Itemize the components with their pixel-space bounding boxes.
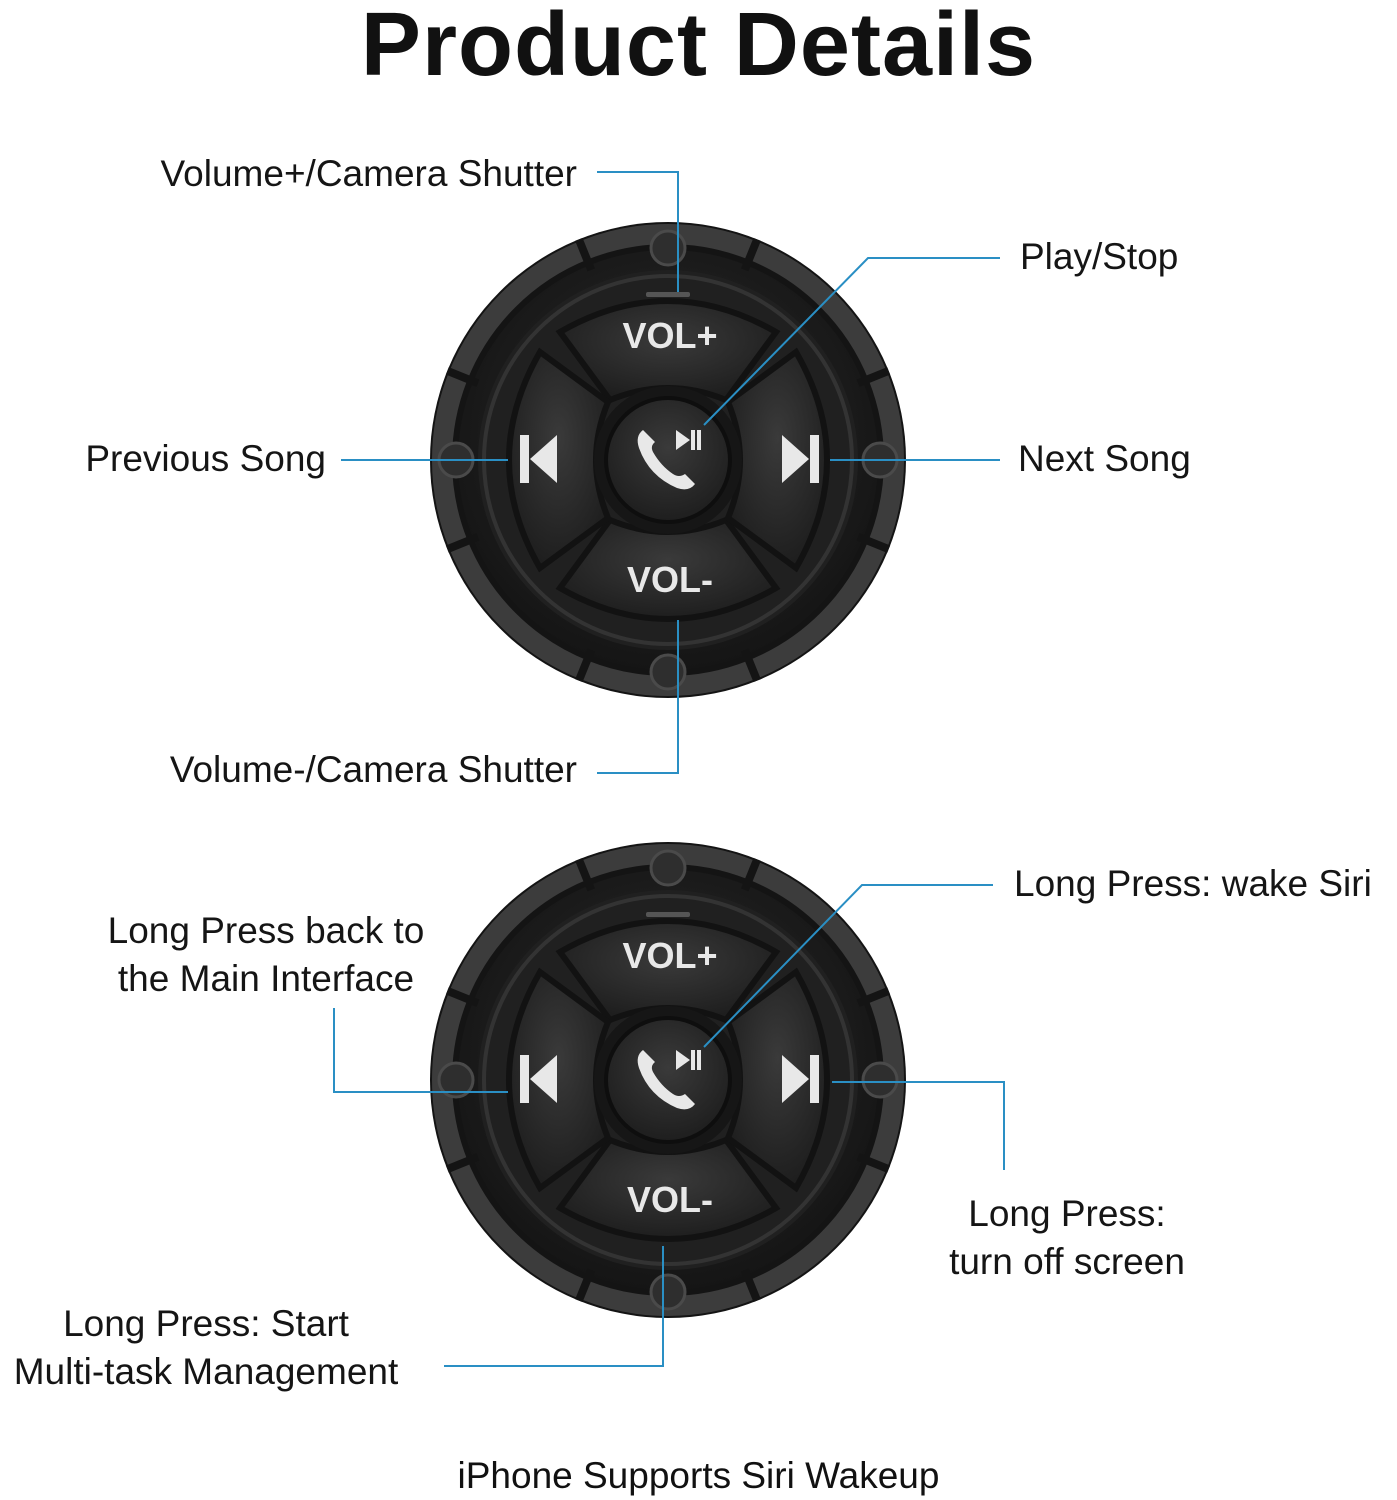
label-main-interface: Long Press back to the Main Interface [88, 907, 444, 1003]
prev-track-icon [520, 435, 557, 483]
leader-lines-bottom [333, 884, 1005, 1367]
next-track-icon [782, 435, 819, 483]
label-multitask-line2: Multi-task Management [13, 1351, 399, 1392]
vol-down-key-label-bottom: VOL- [627, 1179, 713, 1220]
label-turn-off-screen-line2: turn off screen [949, 1241, 1185, 1282]
label-turn-off-screen-line1: Long Press: [968, 1193, 1166, 1234]
next-track-icon [782, 1055, 819, 1103]
label-volume-up: Volume+/Camera Shutter [160, 153, 577, 194]
label-next-song: Next Song [1018, 438, 1191, 479]
label-multitask: Long Press: Start Multi-task Management [0, 1300, 412, 1396]
vol-up-key-label-top: VOL+ [622, 315, 717, 356]
phone-play-pause-icon [637, 430, 701, 490]
label-main-interface-line2: the Main Interface [117, 958, 415, 999]
label-turn-off-screen: Long Press: turn off screen [920, 1190, 1214, 1286]
vol-up-key-label-bottom: VOL+ [622, 935, 717, 976]
vol-down-key-label-top: VOL- [627, 559, 713, 600]
prev-track-icon [520, 1055, 557, 1103]
label-multitask-line1: Long Press: Start [63, 1303, 349, 1344]
label-volume-down: Volume-/Camera Shutter [169, 749, 577, 790]
label-wake-siri: Long Press: wake Siri [1014, 863, 1372, 904]
label-previous-song: Previous Song [85, 438, 326, 479]
label-play-stop: Play/Stop [1020, 236, 1179, 277]
page-title: Product Details [360, 0, 1037, 95]
footer-note: iPhone Supports Siri Wakeup [457, 1455, 940, 1496]
leader-lines-top [341, 171, 1000, 774]
phone-play-pause-icon [637, 1050, 701, 1110]
label-main-interface-line1: Long Press back to [107, 910, 425, 951]
